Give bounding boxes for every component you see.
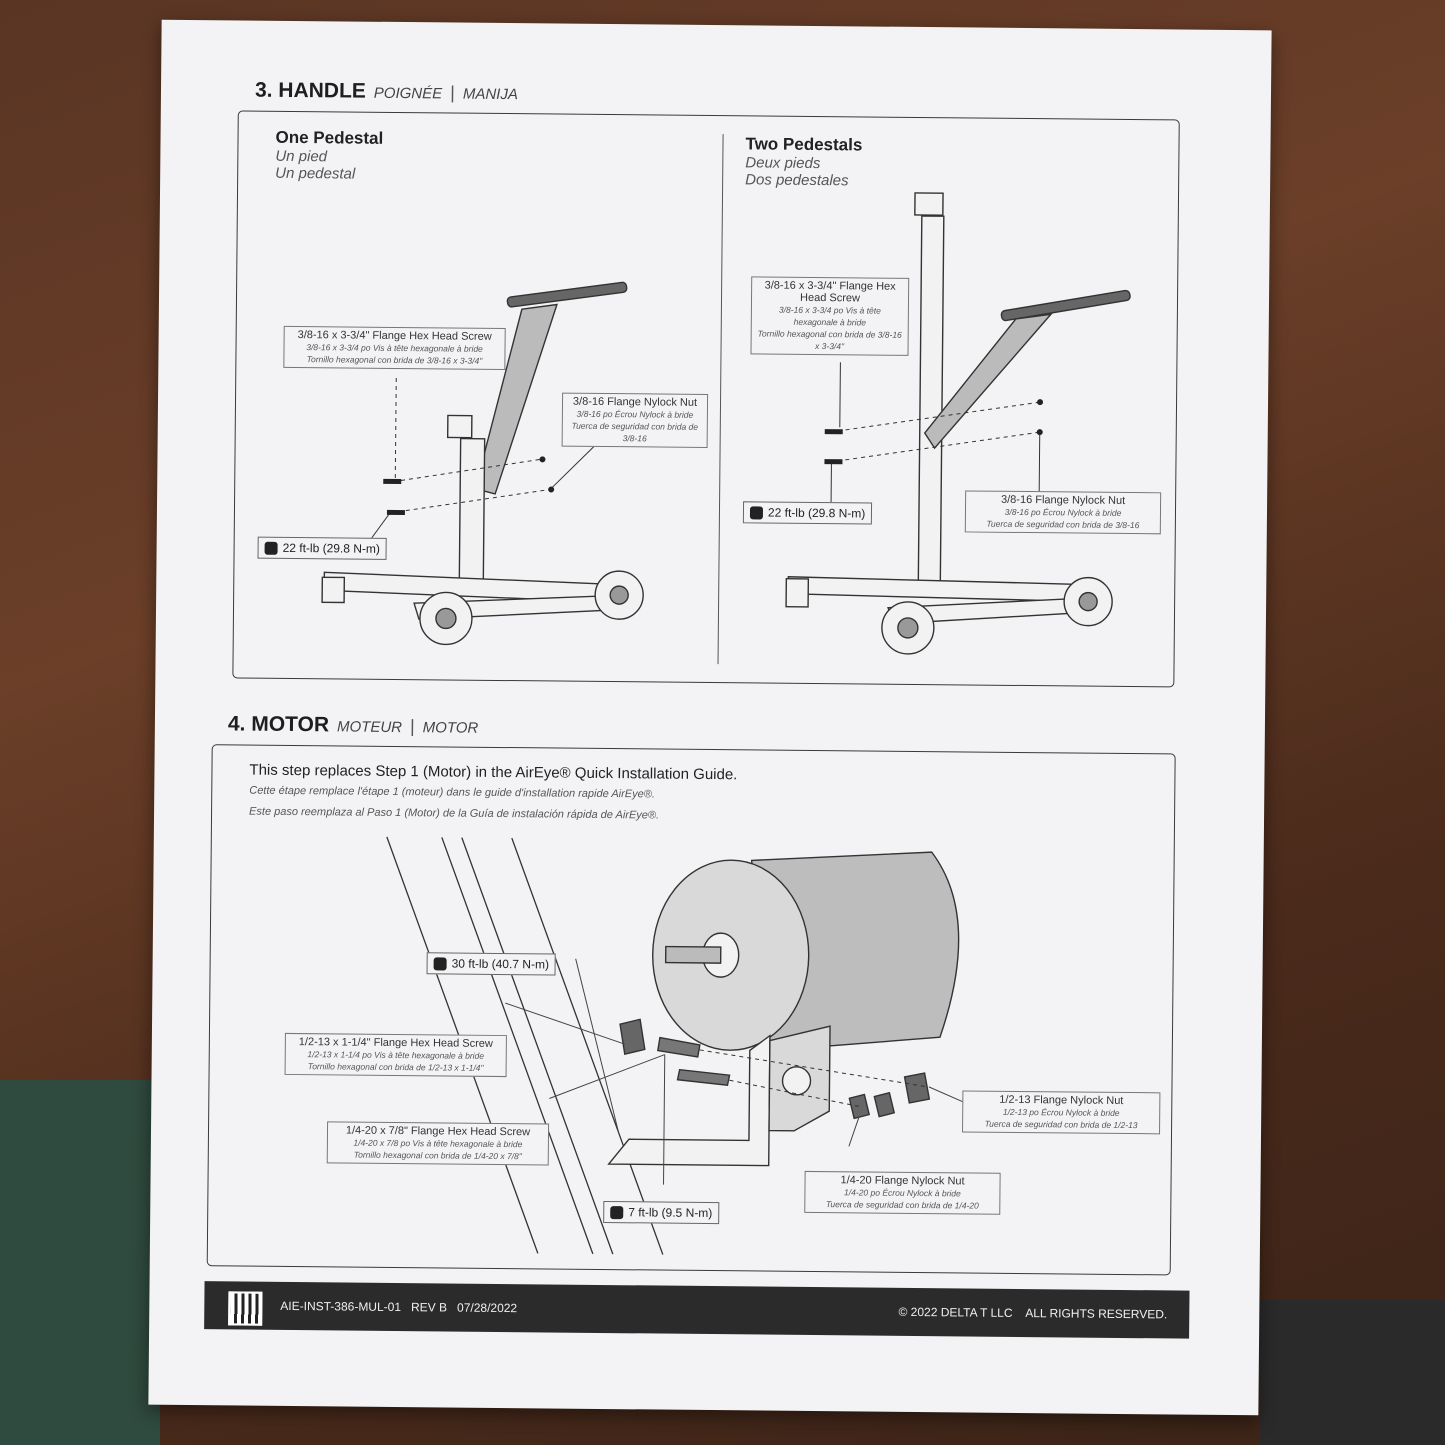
half-inch-nut-callout: 1/2-13 Flange Nylock Nut 1/2-13 po Écrou…	[962, 1090, 1161, 1135]
one-pedestal-diagram	[321, 281, 644, 646]
background-floor-right	[1260, 1300, 1445, 1445]
section-4-panel: This step replaces Step 1 (Motor) in the…	[206, 744, 1176, 1276]
section-3-panel: One Pedestal Un pied Un pedestal	[232, 110, 1180, 688]
quarter-inch-nut-callout: 1/4-20 Flange Nylock Nut 1/4-20 po Écrou…	[804, 1170, 1001, 1215]
copyright: © 2022 DELTA T LLC	[898, 1304, 1013, 1320]
two-pedestals-screw-callout: 3/8-16 x 3-3/4" Flange Hex Head Screw 3/…	[750, 276, 910, 356]
section-4-es: MOTOR	[422, 719, 479, 737]
doc-rev: REV B	[410, 1300, 448, 1315]
torque-30-label: 30 ft-lb (40.7 N-m)	[426, 952, 557, 976]
two-pedestals-nut-callout: 3/8-16 Flange Nylock Nut 3/8-16 po Écrou…	[964, 490, 1162, 535]
torque-wrench-icon	[264, 542, 278, 556]
torque-7-label: 7 ft-lb (9.5 N-m)	[603, 1200, 720, 1225]
one-pedestal-screw-callout: 3/8-16 x 3-3/4" Flange Hex Head Screw 3/…	[283, 325, 506, 371]
doc-id: AIE-INST-386-MUL-01	[280, 1298, 402, 1315]
section-4-fr: MOTEUR	[336, 718, 403, 737]
footer-bar: AIE-INST-386-MUL-01 REV B 07/28/2022 © 2…	[204, 1281, 1190, 1339]
section-3-es: MANIJA	[462, 85, 518, 104]
quarter-inch-screw-callout: 1/4-20 x 7/8" Flange Hex Head Screw 1/4-…	[326, 1121, 550, 1166]
footer-copyright: © 2022 DELTA T LLC ALL RIGHTS RESERVED.	[898, 1305, 1167, 1322]
torque-wrench-icon	[610, 1206, 624, 1220]
qr-code-icon	[228, 1291, 263, 1326]
motor-diagram	[386, 836, 965, 1255]
rights-reserved: ALL RIGHTS RESERVED.	[1025, 1306, 1168, 1322]
torque-wrench-icon	[433, 957, 447, 971]
section-4-name: MOTOR	[251, 712, 330, 737]
doc-date: 07/28/2022	[457, 1300, 518, 1316]
section-4-number: 4.	[227, 712, 246, 736]
half-inch-screw-callout: 1/2-13 x 1-1/4" Flange Hex Head Screw 1/…	[284, 1032, 507, 1078]
background-floor	[0, 1080, 160, 1445]
one-pedestal-torque: 22 ft-lb (29.8 N-m)	[257, 536, 388, 561]
two-pedestals-torque: 22 ft-lb (29.8 N-m)	[742, 501, 873, 525]
one-pedestal-nut-callout: 3/8-16 Flange Nylock Nut 3/8-16 po Écrou…	[561, 392, 709, 448]
section-4-intro: This step replaces Step 1 (Motor) in the…	[249, 760, 738, 828]
section-3-fr: POIGNÉE	[373, 84, 443, 103]
section-3-number: 3.	[254, 78, 273, 102]
intro-es: Este paso reemplaza al Paso 1 (Motor) de…	[249, 805, 660, 822]
section-3-name: HANDLE	[278, 78, 366, 103]
footer-doc-info: AIE-INST-386-MUL-01 REV B 07/28/2022	[280, 1299, 517, 1315]
torque-wrench-icon	[749, 506, 764, 520]
two-pedestals-diagram	[785, 192, 1131, 655]
